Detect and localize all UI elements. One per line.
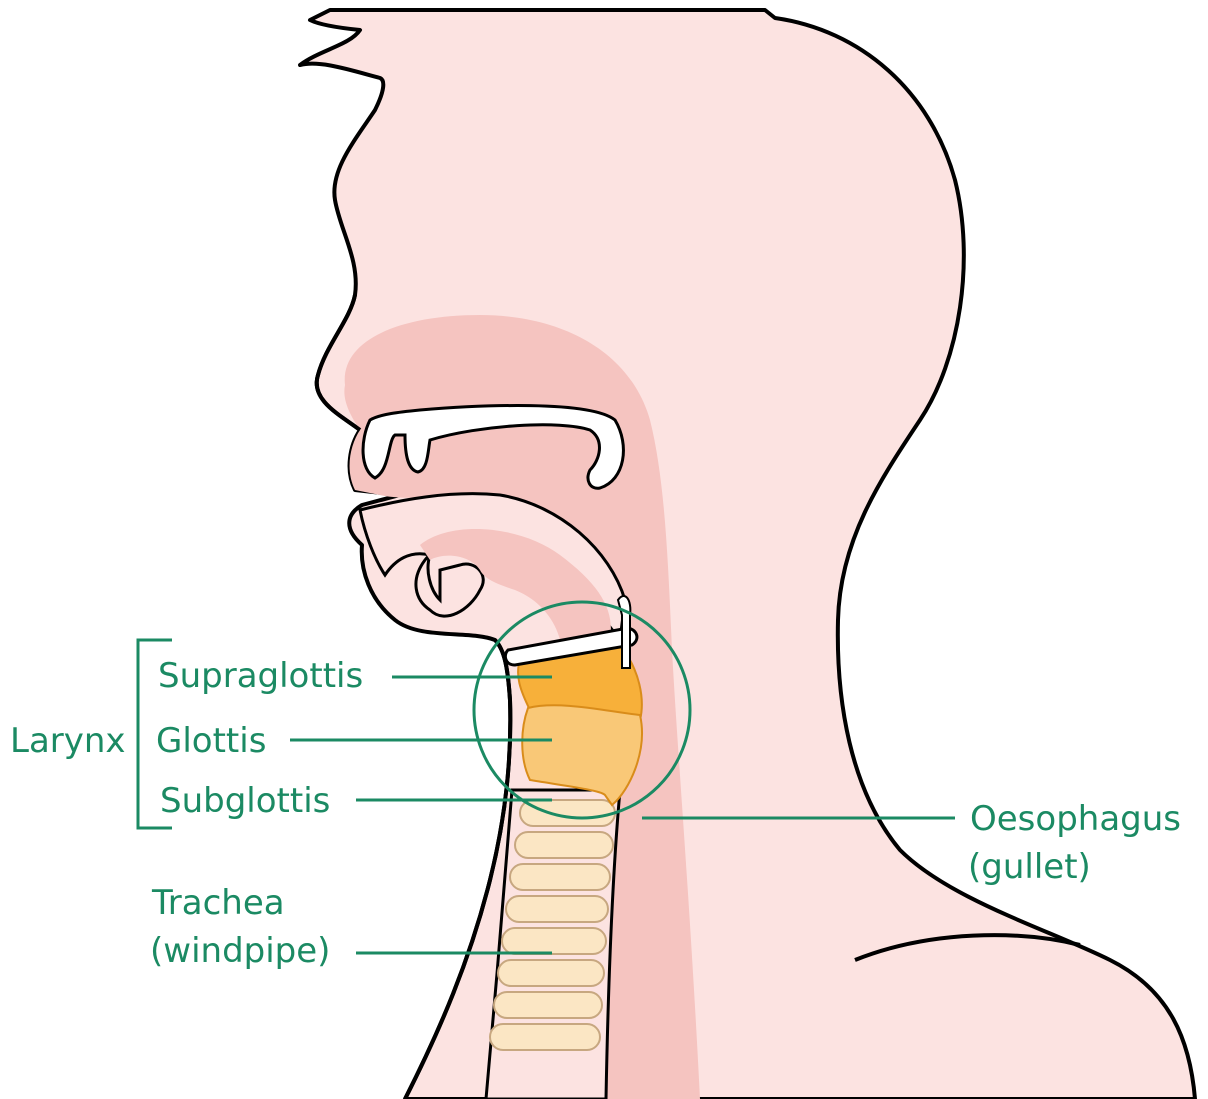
trachea-label: Trachea (151, 883, 285, 923)
supraglottis-label: Supraglottis (158, 656, 363, 696)
subglottis-label: Subglottis (160, 781, 330, 821)
windpipe-label: (windpipe) (150, 931, 330, 971)
gullet-label: (gullet) (968, 847, 1091, 887)
larynx-label: Larynx (10, 721, 126, 761)
oesophagus-label: Oesophagus (970, 799, 1181, 839)
glottis-label: Glottis (156, 721, 266, 761)
